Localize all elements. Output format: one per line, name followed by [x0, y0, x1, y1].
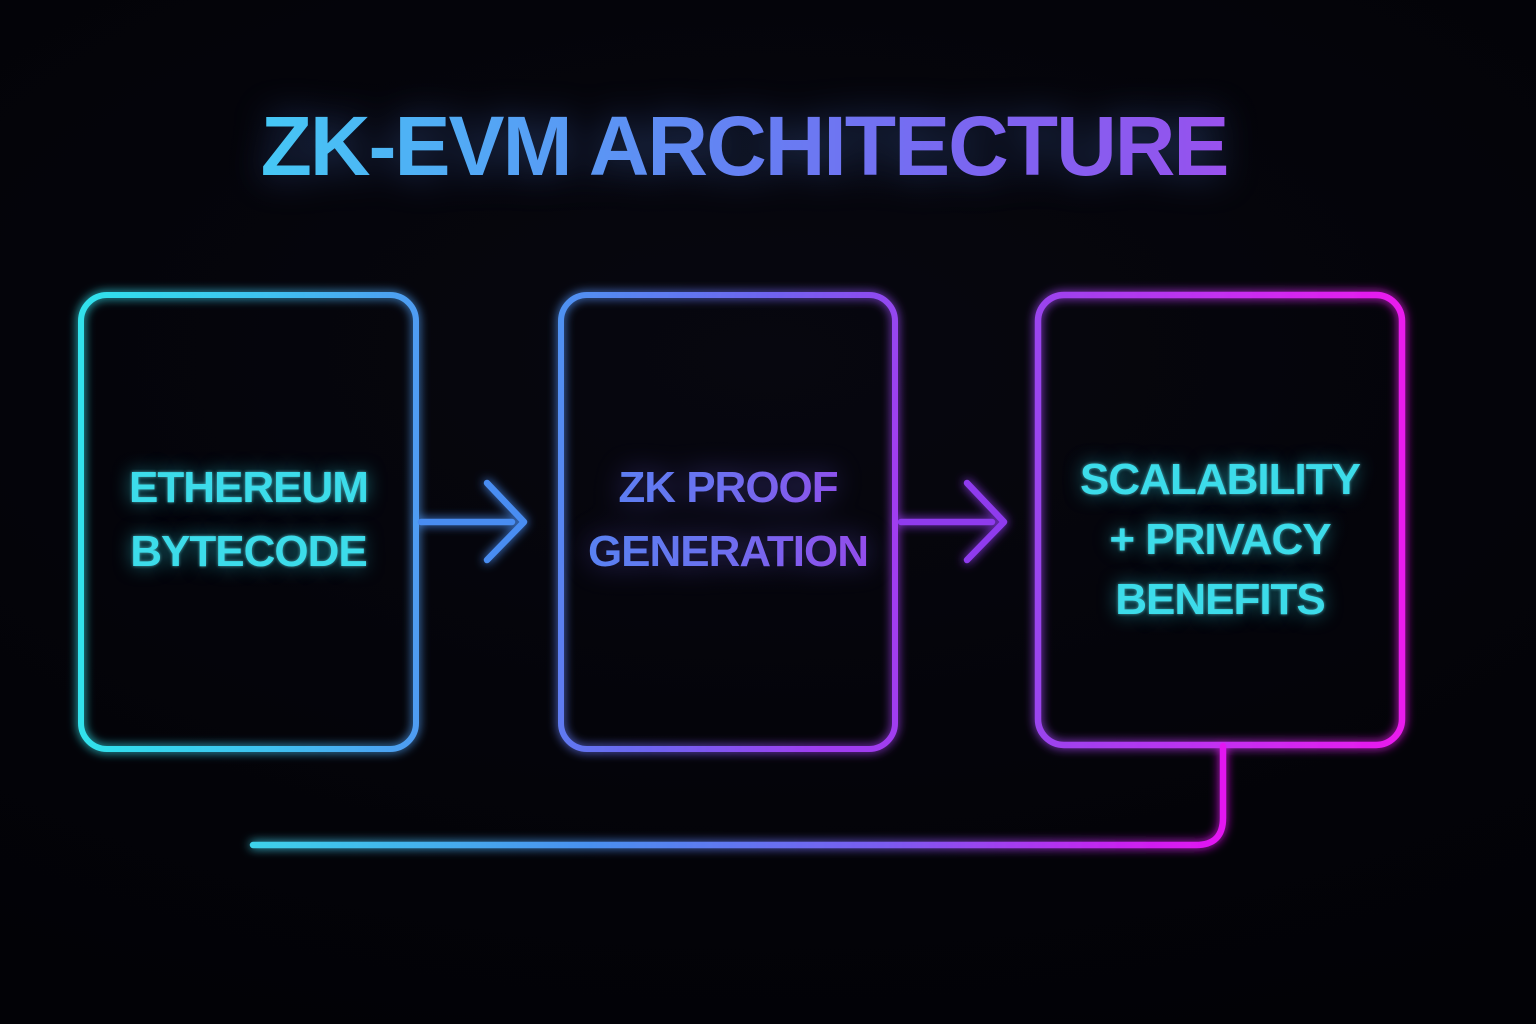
page-title: ZK-EVM ARCHITECTURE	[0, 104, 1512, 188]
node-box-zk-proof-generation	[558, 292, 898, 752]
node-label-line: SCALABILITY	[1080, 455, 1361, 504]
node-label-line: GENERATION	[561, 520, 895, 584]
node-label-zk-proof-generation: ZK PROOF GENERATION	[561, 456, 895, 584]
arrow-right-icon	[897, 479, 1008, 564]
node-label-ethereum-bytecode: ETHEREUM BYTECODE	[81, 456, 416, 584]
node-label-line: BENEFITS	[1115, 575, 1326, 624]
node-label-line: BYTECODE	[130, 527, 367, 576]
node-box-ethereum-bytecode	[78, 292, 419, 752]
feedback-connector-line	[249, 742, 1227, 849]
node-label-line: ZK PROOF	[561, 456, 895, 520]
arrow-right-icon	[417, 479, 528, 564]
node-label-line: + PRIVACY	[1109, 515, 1331, 564]
node-label-scalability-privacy-benefits: SCALABILITY + PRIVACY BENEFITS	[1038, 450, 1402, 630]
node-label-line: ETHEREUM	[129, 463, 369, 512]
